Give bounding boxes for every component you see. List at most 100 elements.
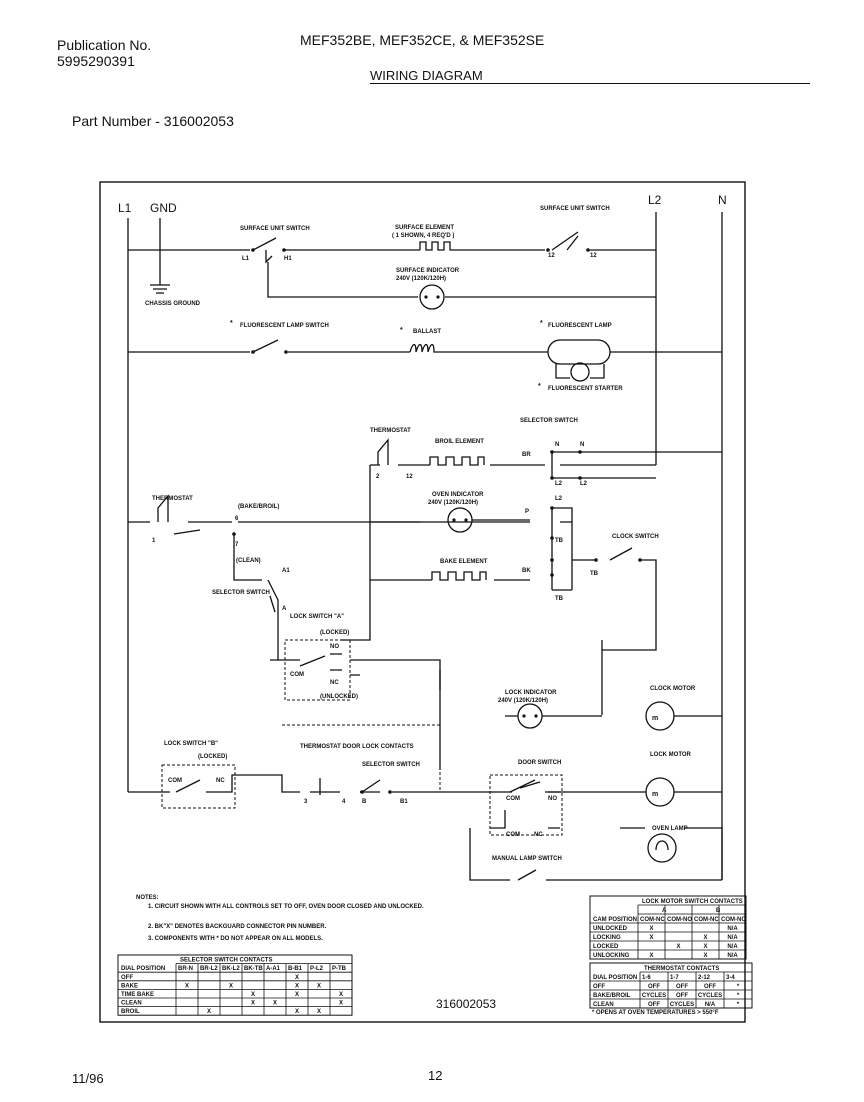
svg-text:FLUORESCENT STARTER: FLUORESCENT STARTER bbox=[548, 386, 623, 392]
svg-text:B1: B1 bbox=[400, 799, 408, 805]
svg-text:NO: NO bbox=[548, 796, 557, 802]
selector_table-row-label: BAKE bbox=[121, 983, 138, 989]
svg-text:SELECTOR SWITCH: SELECTOR SWITCH bbox=[520, 418, 578, 424]
svg-text:L1: L1 bbox=[242, 256, 250, 262]
oven-indicator-lamp bbox=[447, 507, 473, 533]
thermostat_table-cell: OFF bbox=[676, 984, 688, 990]
diagram-frame bbox=[99, 181, 746, 1023]
selector_table-row-label: BROIL bbox=[121, 1009, 140, 1015]
svg-text:(CLEAN): (CLEAN) bbox=[236, 558, 261, 564]
selector_table-col-0: BR-N bbox=[178, 966, 193, 972]
svg-text:240V (120K/120H): 240V (120K/120H) bbox=[396, 276, 446, 282]
svg-text:(BAKE/BROIL): (BAKE/BROIL) bbox=[238, 504, 279, 510]
selector_table-cell: X bbox=[273, 1001, 277, 1007]
component-labels: SURFACE UNIT SWITCH SURFACE UNIT SWITCH … bbox=[145, 206, 696, 862]
svg-text:OVEN INDICATOR: OVEN INDICATOR bbox=[432, 492, 484, 498]
lock-switch-b-box bbox=[161, 764, 236, 809]
selector_table-row-header: DIAL POSITION bbox=[121, 966, 165, 972]
lock_table-cell: X bbox=[703, 953, 707, 959]
svg-text:CLOCK SWITCH: CLOCK SWITCH bbox=[612, 534, 659, 540]
selector-switch-mid bbox=[551, 507, 573, 591]
lock_table-cell: X bbox=[703, 944, 707, 950]
ballast-coil bbox=[409, 343, 440, 353]
svg-text:SURFACE ELEMENT: SURFACE ELEMENT bbox=[395, 225, 454, 231]
svg-text:NO: NO bbox=[330, 644, 339, 650]
thermostat_table-row-header: DIAL POSITION bbox=[593, 975, 637, 981]
svg-text:240V (120K/120H): 240V (120K/120H) bbox=[428, 500, 478, 506]
bake-element-coil bbox=[431, 571, 487, 581]
selector_table-cell: X bbox=[317, 983, 321, 989]
lock-motor-line bbox=[128, 774, 722, 793]
svg-text:NC: NC bbox=[330, 680, 339, 686]
lock_table-cell: N/A bbox=[727, 926, 738, 932]
svg-text:CLOCK MOTOR: CLOCK MOTOR bbox=[650, 686, 696, 692]
svg-text:A: A bbox=[282, 606, 287, 612]
svg-text:TB: TB bbox=[555, 538, 564, 544]
thermostat_table-cell: OFF bbox=[676, 993, 688, 999]
svg-text:P: P bbox=[525, 509, 529, 515]
lock_table-cell: N/A bbox=[727, 935, 738, 941]
svg-text:BR: BR bbox=[522, 452, 531, 458]
selector_table-cell: X bbox=[295, 1009, 299, 1015]
lock_table-row-label: LOCKING bbox=[593, 935, 621, 941]
selector_table-cell: X bbox=[295, 992, 299, 998]
thermostat_table-cell: CYCLES bbox=[698, 993, 722, 999]
optional-markers: * * * * bbox=[230, 320, 543, 390]
selector_table-cell: X bbox=[295, 975, 299, 981]
svg-text:TB: TB bbox=[590, 571, 599, 577]
lock_table-cell: X bbox=[703, 935, 707, 941]
clock-motor bbox=[645, 701, 675, 731]
svg-text:A1: A1 bbox=[282, 568, 290, 574]
selector_table-cell: X bbox=[251, 1001, 255, 1007]
thermostat_table-cell: OFF bbox=[648, 1002, 660, 1008]
lock_table-cell: X bbox=[649, 935, 653, 941]
svg-text:N: N bbox=[580, 442, 584, 448]
svg-text:NOTES:: NOTES: bbox=[136, 895, 159, 901]
selector_table-cell: X bbox=[207, 1009, 211, 1015]
lock_table-cell: N/A bbox=[727, 953, 738, 959]
thermostat_table-col-1: 1-7 bbox=[670, 975, 679, 981]
thermostat-top-symbol bbox=[377, 438, 389, 465]
svg-text:LOCK SWITCH "B": LOCK SWITCH "B" bbox=[164, 741, 218, 747]
svg-text:*: * bbox=[538, 383, 541, 390]
svg-text:COM: COM bbox=[506, 796, 520, 802]
svg-text:240V (120K/120H): 240V (120K/120H) bbox=[498, 698, 548, 704]
lock_table-row-header: CAM POSITION bbox=[593, 917, 637, 923]
svg-text:1: 1 bbox=[152, 538, 156, 544]
svg-text:B: B bbox=[362, 799, 367, 805]
lock_table-cell: X bbox=[649, 926, 653, 932]
svg-text:4: 4 bbox=[342, 799, 346, 805]
lock_table-row-label: LOCKED bbox=[593, 944, 619, 950]
lock_table-cell: X bbox=[649, 953, 653, 959]
lock_table-row-label: UNLOCKING bbox=[593, 953, 630, 959]
fluorescent-lamp-switch-blade bbox=[252, 339, 279, 353]
thermostat_table-cell: CYCLES bbox=[670, 1002, 694, 1008]
svg-text:SURFACE INDICATOR: SURFACE INDICATOR bbox=[396, 268, 460, 274]
selector_table-cell: X bbox=[339, 992, 343, 998]
surface-element-coil bbox=[419, 241, 458, 251]
selector_table-cell: X bbox=[185, 983, 189, 989]
thermostat-left-symbol bbox=[157, 494, 201, 535]
thermostat_table-cell: CYCLES bbox=[642, 993, 666, 999]
svg-text:FLUORESCENT LAMP SWITCH: FLUORESCENT LAMP SWITCH bbox=[240, 323, 329, 329]
thermostat_table-cell: N/A bbox=[705, 1002, 716, 1008]
selector_table-cell: X bbox=[317, 1009, 321, 1015]
selector_table-row-label: OFF bbox=[121, 975, 133, 981]
notes-block: NOTES: 1. CIRCUIT SHOWN WITH ALL CONTROL… bbox=[136, 895, 424, 942]
svg-text:LOCK MOTOR: LOCK MOTOR bbox=[650, 752, 692, 758]
svg-text:TB: TB bbox=[555, 596, 564, 602]
svg-text:H1: H1 bbox=[284, 256, 292, 262]
selector_table-row-label: TIME BAKE bbox=[121, 992, 154, 998]
svg-text:SURFACE UNIT SWITCH: SURFACE UNIT SWITCH bbox=[540, 206, 610, 212]
svg-text:3: 3 bbox=[304, 799, 308, 805]
publication-label: Publication No. bbox=[57, 37, 152, 53]
svg-text:COM: COM bbox=[290, 672, 304, 678]
ground-symbol bbox=[150, 284, 170, 294]
lock_table-col-3: COM-NO bbox=[721, 917, 746, 923]
svg-text:L2: L2 bbox=[555, 481, 563, 487]
title-underline bbox=[370, 83, 810, 84]
svg-text:MANUAL LAMP SWITCH: MANUAL LAMP SWITCH bbox=[492, 856, 562, 862]
oven-lamp bbox=[647, 833, 677, 863]
